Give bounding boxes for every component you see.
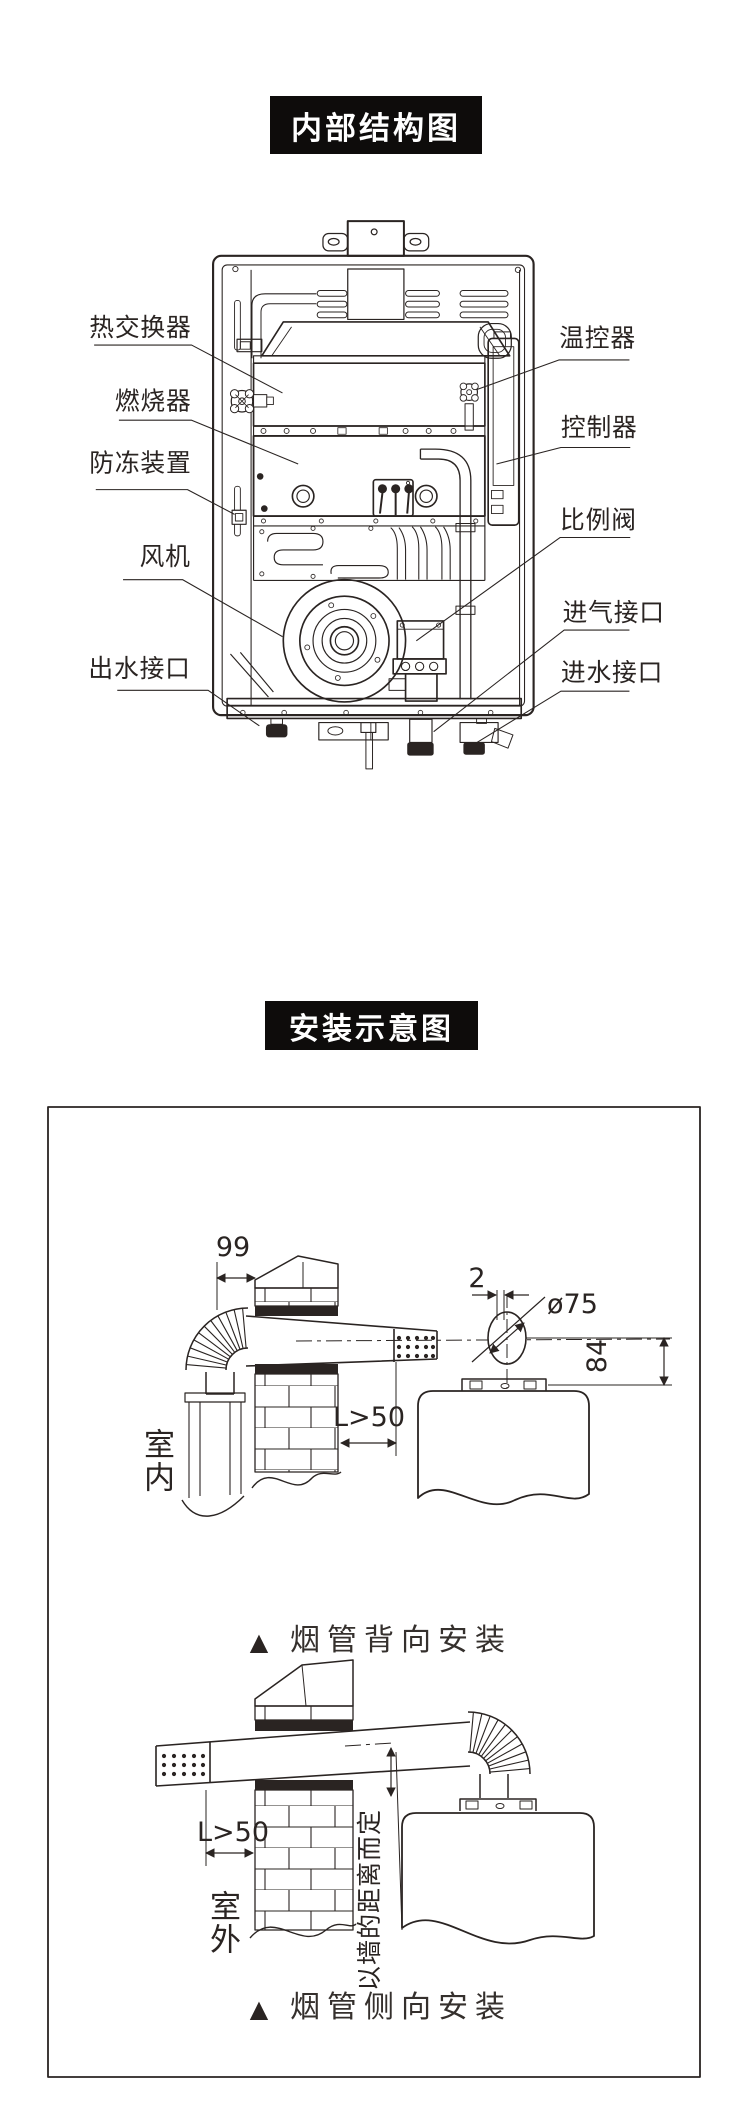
igniter-part (229, 389, 274, 414)
burner-part (252, 425, 486, 527)
thermostat-label: 温控器 (559, 324, 636, 353)
flex-elbow (467, 1711, 531, 1798)
dim-wall-gap: 2 (468, 1263, 529, 1320)
callout-fan: 风机 (123, 542, 283, 638)
indoor-label: 室内 (138, 1428, 174, 1494)
water-outlet-label: 出水接口 (88, 654, 190, 683)
rear-install-caption: ▲ 烟管背向安装 (250, 1623, 512, 1658)
brick-wall (249, 1659, 357, 1939)
callout-water-inlet: 进水接口 (475, 658, 663, 744)
dim-protrusion: 99 (216, 1232, 256, 1310)
leader-line (95, 489, 235, 515)
controller-label: 控制器 (561, 413, 638, 442)
leader-line (496, 446, 631, 465)
wall-distance-note: 以墙的距离而定 (355, 1809, 384, 1991)
installation-title: 安装示意图 (265, 1001, 478, 1050)
dim-clearance-rear: L>50 (333, 1362, 405, 1456)
installation-diagrams: 99 2 ø75 84 (47, 1106, 701, 2078)
centerline (295, 1338, 671, 1342)
intake-perforations (161, 1753, 206, 1777)
leader-line (415, 536, 631, 642)
interior-wall-layer (181, 1392, 246, 1517)
seal-band (255, 1306, 338, 1316)
flue-pipe (155, 1721, 471, 1931)
proportional-valve-part (388, 620, 447, 702)
rear-install-caption-text: 烟管背向安装 (290, 1623, 512, 1658)
internal-structure-title-text: 内部结构图 (291, 110, 461, 147)
heat-exchanger-label: 热交换器 (89, 313, 191, 342)
triangle-marker-icon: ▲ (250, 1995, 269, 2023)
leader-line (118, 419, 299, 465)
outdoor-label: 室外 (204, 1890, 240, 1956)
water-inlet-label: 进水接口 (561, 658, 663, 687)
internal-structure-diagram: 热交换器 燃烧器 防冻装置 风机 出水接口 (88, 220, 665, 770)
dim-hole-diameter-text: ø75 (547, 1289, 598, 1320)
heater-case (212, 254, 535, 717)
fan-label: 风机 (140, 542, 191, 571)
centerline (344, 1742, 393, 1747)
gas-pipe (419, 448, 476, 700)
top-vents (251, 268, 509, 359)
leader-line (94, 344, 283, 394)
dim-clearance-side: L>50 (197, 1790, 269, 1866)
leader-line (117, 689, 260, 727)
bottom-panel (226, 697, 523, 720)
leader-line (475, 690, 630, 744)
installation-title-text: 安装示意图 (289, 1011, 454, 1047)
dim-collar-offset: 84 (526, 1337, 672, 1386)
brick-wall (251, 1255, 342, 1489)
controller-board (487, 331, 520, 526)
dim-collar-offset-text: 84 (582, 1339, 613, 1373)
dim-clearance-rear-text: L>50 (333, 1402, 405, 1433)
triangle-marker-icon: ▲ (250, 1628, 269, 1656)
leader-line (433, 629, 630, 733)
gas-inlet-label: 进气接口 (563, 598, 665, 627)
antifreeze-part (231, 509, 247, 525)
proportional-valve-label: 比例阀 (560, 505, 637, 534)
dim-clearance-side-text: L>50 (197, 1817, 269, 1848)
torn-edge (181, 1495, 245, 1517)
callout-water-outlet: 出水接口 (88, 654, 260, 727)
installation-frame (47, 1106, 701, 2078)
gas-manifold (252, 525, 486, 582)
torn-edge (251, 1471, 342, 1489)
leader-line (123, 579, 283, 638)
side-install-diagram: L>50 室外 以墙的距离而定 ▲ 烟管侧向安装 (155, 1659, 595, 2025)
heater-outline-side (401, 1798, 595, 1945)
seal-band (255, 1364, 338, 1374)
intake-perforations (396, 1335, 436, 1359)
side-install-caption: ▲ 烟管侧向安装 (250, 1990, 512, 2025)
callout-heat-exchanger: 热交换器 (89, 313, 283, 394)
heater-outline-rear (417, 1294, 590, 1506)
mounting-bracket (322, 220, 430, 257)
dim-hole-diameter: ø75 (547, 1289, 598, 1320)
torn-edge (249, 1923, 357, 1939)
reference-line (395, 1751, 403, 1931)
dim-wall-gap-text: 2 (468, 1263, 485, 1294)
bottom-fittings (265, 717, 514, 770)
burner-label: 燃烧器 (115, 386, 192, 415)
dim-protrusion-text: 99 (216, 1232, 250, 1263)
callout-antifreeze: 防冻装置 (89, 448, 235, 515)
seal-band (255, 1720, 353, 1731)
callout-burner: 燃烧器 (115, 386, 299, 465)
side-install-caption-text: 烟管侧向安装 (290, 1990, 512, 2025)
callout-thermostat: 温控器 (476, 324, 636, 391)
seal-band (255, 1780, 353, 1790)
flue-pipe (245, 1315, 671, 1367)
callout-gas-inlet: 进气接口 (433, 598, 665, 733)
antifreeze-label: 防冻装置 (89, 448, 191, 477)
leader-line (476, 359, 630, 391)
callout-controller: 控制器 (496, 413, 638, 465)
thermostat-part (459, 382, 479, 431)
flex-elbow (185, 1307, 249, 1395)
callout-proportional-valve: 比例阀 (415, 505, 637, 642)
fan-part (230, 578, 407, 703)
rear-install-diagram: 99 2 ø75 84 (138, 1232, 672, 1658)
internal-structure-title: 内部结构图 (270, 96, 482, 154)
